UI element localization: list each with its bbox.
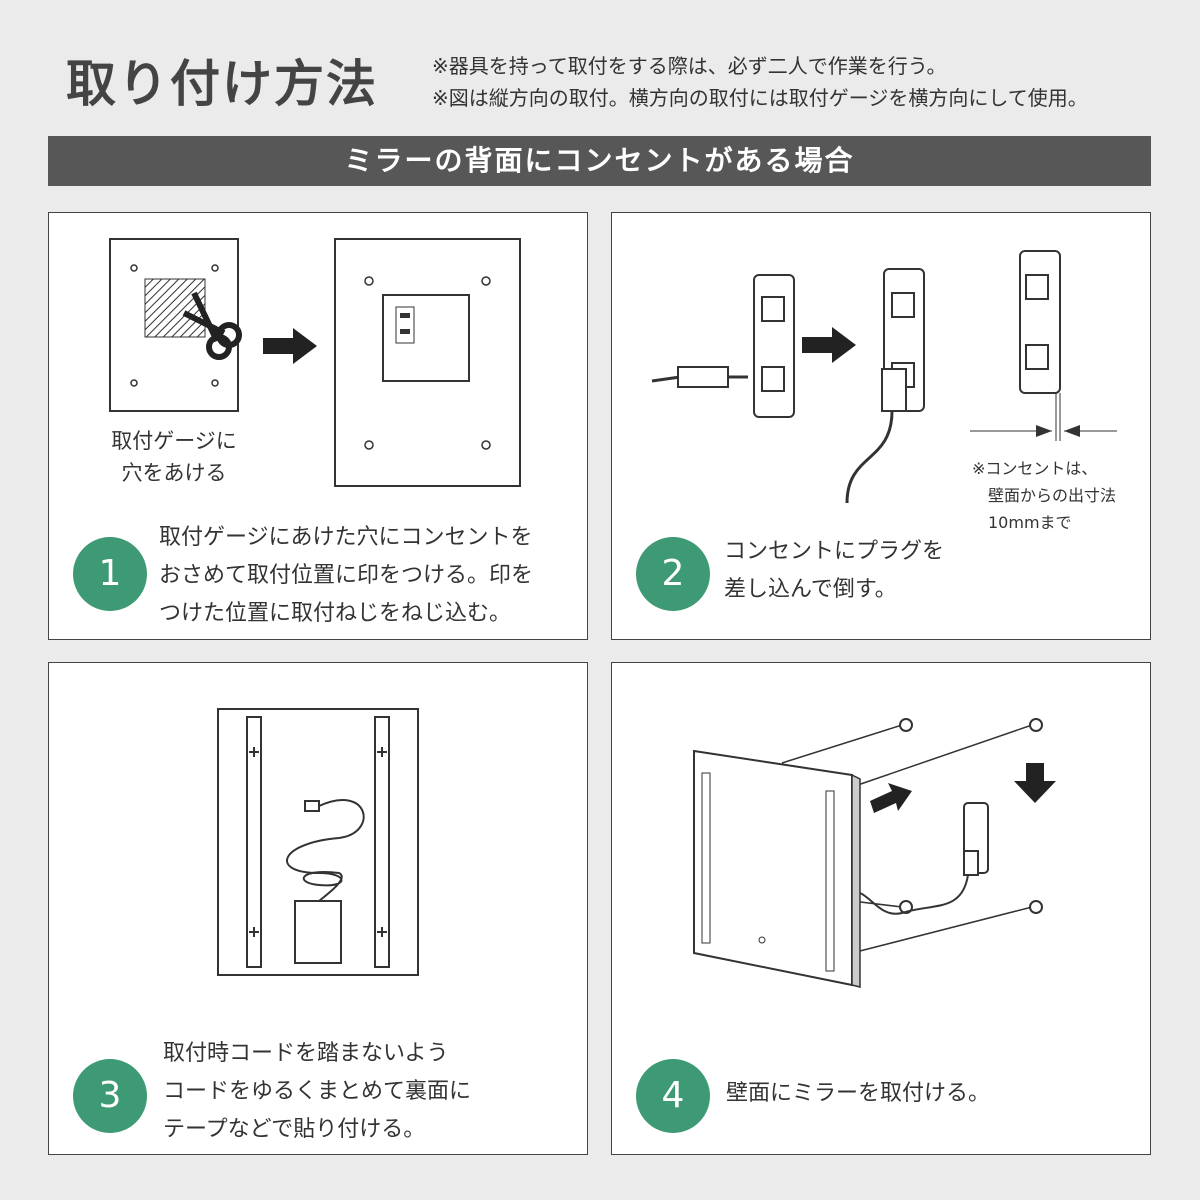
mirror-mount-illustration <box>693 718 1056 988</box>
arrow-right-icon <box>263 328 317 364</box>
step-2-panel: ※コンセントは、 壁面からの出寸法 10mmまで 2 コンセントにプラグを 差し… <box>611 212 1151 640</box>
notes: ※器具を持って取付をする際は、必ず二人で作業を行う。 ※図は縦方向の取付。横方向… <box>432 50 1088 114</box>
step-number: 4 <box>636 1059 710 1133</box>
step-description: 取付ゲージにあけた穴にコンセントを おさめて取付位置に印をつける。印を つけた位… <box>159 525 534 626</box>
note-orientation: ※図は縦方向の取付。横方向の取付には取付ゲージを横方向にして使用。 <box>432 86 1088 110</box>
section-title: ミラーの背面にコンセントがある場合 <box>48 136 1151 186</box>
step-1-panel: 取付ゲージに 穴をあける 1 取付ゲージにあけた穴にコンセントを おさめて取付位… <box>48 212 588 640</box>
page-title: 取り付け方法 <box>66 55 378 113</box>
step-4-panel: 4 壁面にミラーを取付ける。 <box>611 662 1151 1155</box>
step-description: 壁面にミラーを取付ける。 <box>726 1081 991 1106</box>
step-number: 1 <box>73 537 147 611</box>
outlet-note: ※コンセントは、 壁面からの出寸法 10mmまで <box>972 459 1117 532</box>
step-number: 3 <box>73 1059 147 1133</box>
step-number: 2 <box>636 537 710 611</box>
step-description: コンセントにプラグを 差し込んで倒す。 <box>724 539 945 602</box>
note-two-people: ※器具を持って取付をする際は、必ず二人で作業を行う。 <box>432 54 947 78</box>
arrow-right-icon <box>802 327 856 363</box>
mirror-back-illustration <box>217 708 419 976</box>
arrow-right-icon <box>870 783 912 813</box>
gauge-illustration <box>109 238 521 487</box>
step-3-panel: 3 取付時コードを踏まないよう コードをゆるくまとめて裏面に テープなどで貼り付… <box>48 662 588 1155</box>
plug-illustration <box>651 250 1117 504</box>
scissors-icon <box>182 291 242 360</box>
gauge-caption: 取付ゲージに 穴をあける <box>111 429 237 485</box>
arrow-down-icon <box>1014 763 1056 803</box>
step-description: 取付時コードを踏まないよう コードをゆるくまとめて裏面に テープなどで貼り付ける… <box>163 1041 472 1142</box>
